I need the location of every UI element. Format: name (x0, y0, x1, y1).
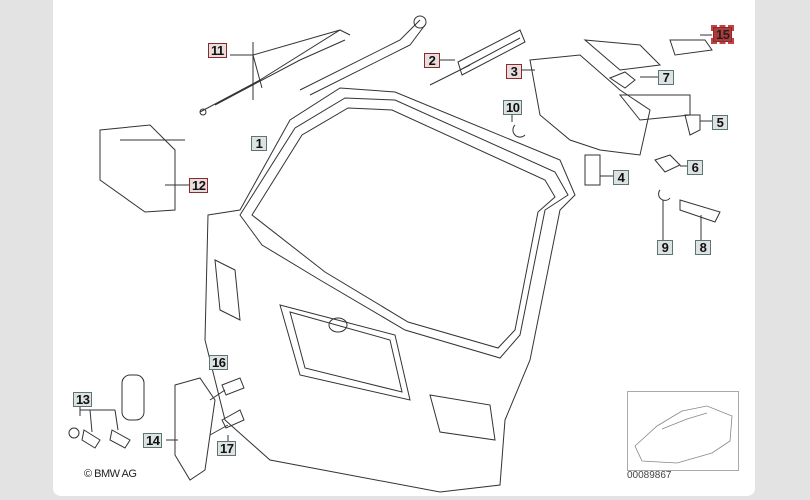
copyright-text: © BMW AG (84, 468, 137, 480)
car-thumbnail-icon (634, 405, 733, 464)
bracket-part-12 (99, 124, 176, 213)
window-frame (239, 97, 569, 359)
callout-14[interactable]: 14 (143, 433, 163, 448)
car-location-thumbnail (627, 391, 739, 471)
tailgate-panel (204, 87, 576, 493)
rod-part-11 (199, 29, 351, 113)
callout-8[interactable]: 8 (695, 240, 711, 255)
callout-1[interactable]: 1 (251, 136, 267, 151)
callout-16[interactable]: 16 (209, 355, 229, 370)
callout-9[interactable]: 9 (657, 240, 673, 255)
damper-part-13 (121, 374, 145, 421)
hinge-part-3 (529, 54, 651, 156)
callout-15-selected[interactable]: 15 (710, 25, 735, 44)
callout-17[interactable]: 17 (217, 441, 237, 456)
gas-strut-part-2 (429, 29, 526, 86)
callout-10[interactable]: 10 (503, 100, 523, 115)
diagram-number: 00089867 (627, 470, 672, 481)
callout-2[interactable]: 2 (424, 53, 440, 68)
window-inner (251, 107, 556, 349)
callout-13[interactable]: 13 (73, 392, 93, 407)
callout-7[interactable]: 7 (658, 70, 674, 85)
callout-5[interactable]: 5 (712, 115, 728, 130)
callout-11[interactable]: 11 (208, 43, 227, 58)
callout-6[interactable]: 6 (687, 160, 703, 175)
diagram-panel (53, 0, 755, 496)
plate-part-14 (166, 377, 216, 481)
callout-4[interactable]: 4 (613, 170, 629, 185)
callout-3[interactable]: 3 (506, 64, 522, 79)
callout-12[interactable]: 12 (189, 178, 209, 193)
plate-recess (279, 304, 411, 401)
badge (328, 317, 348, 333)
